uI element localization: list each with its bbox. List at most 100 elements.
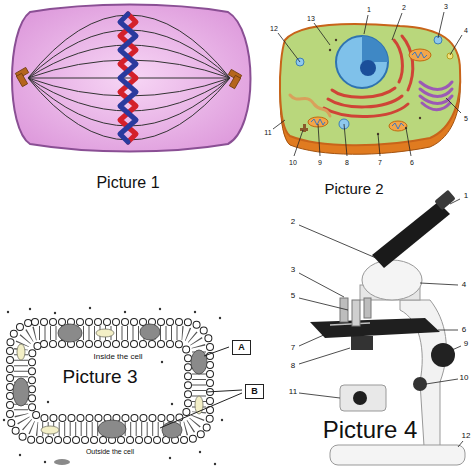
microscope — [351, 336, 373, 350]
callout-number: 9 — [464, 340, 468, 348]
ribosomes — [329, 49, 331, 51]
golgi — [420, 89, 452, 97]
callout-number: 7 — [378, 159, 382, 166]
particles — [7, 311, 9, 313]
particles — [3, 307, 223, 465]
rough-er — [394, 40, 402, 82]
lysosomes — [447, 53, 453, 59]
region-label: Outside the cell — [86, 448, 134, 455]
leader-line — [299, 225, 376, 258]
leader-line — [273, 12, 462, 156]
callout-number: 5 — [464, 115, 468, 122]
callout-number: 7 — [291, 344, 295, 352]
membrane-protein — [140, 324, 160, 340]
microscope — [434, 190, 456, 211]
leader-line — [160, 393, 242, 428]
mitochondria — [412, 52, 427, 58]
particles — [161, 361, 163, 363]
callout-number: 9 — [318, 159, 322, 166]
leader-line — [426, 379, 458, 384]
leader-line — [318, 124, 320, 156]
rough-er — [324, 36, 413, 117]
centrosome — [16, 73, 27, 86]
leader-line — [450, 199, 460, 204]
animal-cell — [273, 12, 462, 156]
particles — [3, 419, 5, 421]
particles — [44, 461, 46, 463]
microscope — [299, 190, 465, 465]
callout-number: 11 — [264, 129, 271, 136]
microscope — [362, 260, 422, 300]
callout-number: 2 — [291, 218, 295, 226]
leader-line — [299, 273, 344, 297]
leader-line — [452, 346, 461, 350]
callout-number: 6 — [462, 326, 466, 334]
leader-line — [406, 128, 411, 156]
microscope — [310, 318, 440, 338]
particles — [221, 419, 223, 421]
animal-cell — [280, 24, 460, 145]
microscope — [431, 343, 455, 367]
microscope — [353, 391, 367, 405]
leader-line — [438, 330, 458, 331]
particles — [54, 459, 70, 465]
leader-line — [278, 33, 300, 62]
particles — [199, 451, 201, 453]
microscope — [413, 377, 427, 391]
leader-line — [273, 120, 285, 129]
picture-caption: Picture 2 — [324, 181, 383, 196]
callout-number: 2 — [402, 4, 406, 11]
leader-line — [450, 35, 462, 55]
leader-line — [314, 23, 330, 45]
membrane-protein — [162, 422, 182, 438]
region-label: Inside the cell — [94, 353, 143, 361]
particles — [89, 307, 91, 309]
picture-caption: Picture 1 — [96, 175, 159, 191]
mitochondria — [392, 123, 404, 129]
rough-er — [402, 36, 413, 90]
callout-number: 12 — [270, 25, 278, 32]
callout-number: 1 — [367, 6, 371, 13]
leader-line — [160, 347, 242, 428]
microscope — [340, 385, 386, 411]
particles — [219, 317, 221, 319]
mitochondria — [389, 121, 407, 131]
centrioles — [303, 124, 306, 132]
leader-line — [364, 15, 368, 34]
rough-er — [324, 104, 408, 117]
microscope — [330, 323, 370, 325]
cell-membrane — [3, 307, 242, 465]
callout-number: 10 — [460, 374, 469, 382]
callout-number: 13 — [307, 15, 315, 22]
callout-number: 4 — [464, 27, 468, 34]
cell-membrane — [32, 344, 188, 418]
leader-line — [294, 130, 303, 156]
callout-box: A — [232, 340, 251, 355]
leader-line — [206, 390, 242, 392]
picture-caption: Picture 4 — [323, 418, 418, 442]
leader-line — [299, 298, 348, 310]
membrane-protein — [98, 420, 126, 438]
microscope — [330, 445, 465, 465]
callout-number: 10 — [289, 159, 297, 166]
chromosomes — [120, 14, 136, 142]
membrane-protein — [191, 350, 207, 374]
mitochondria — [308, 49, 431, 131]
particles — [124, 311, 126, 313]
spindle-fibers — [28, 78, 230, 79]
leader-line — [446, 98, 461, 113]
leader-line — [299, 334, 326, 346]
particles — [47, 401, 49, 403]
leader-line — [378, 134, 380, 156]
leader-line — [299, 348, 350, 364]
leader-line — [458, 441, 463, 447]
membrane-lipid — [41, 426, 59, 434]
leader-line — [299, 199, 463, 447]
golgi — [422, 103, 450, 110]
mitosis-cell — [12, 5, 251, 152]
mitosis-cell — [12, 5, 251, 152]
rough-er — [332, 88, 395, 97]
centrioles — [300, 124, 308, 132]
leader-line — [204, 347, 229, 356]
leader-line — [420, 283, 458, 285]
